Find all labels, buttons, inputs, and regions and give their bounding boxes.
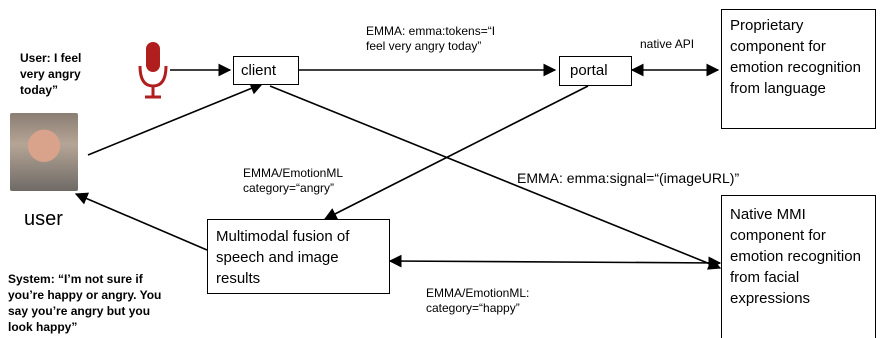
emotionml-happy-label: EMMA/EmotionML: category=“happy”: [426, 286, 530, 315]
user-speech: User: I feel very angry today”: [20, 51, 82, 97]
microphone-icon: [138, 42, 168, 99]
arrow-client-to-native-mmi: [269, 85, 722, 270]
arrow-portal-to-fusion: [323, 85, 589, 220]
arrow-fusion-native-mmi: [388, 254, 722, 270]
portal-box: portal: [559, 56, 632, 86]
native-mmi-label: Native MMI component for emotion recogni…: [730, 206, 861, 307]
arrow-user-to-client: [87, 82, 264, 156]
fusion-box: Multimodal fusion of speech and image re…: [207, 219, 390, 294]
proprietary-component-label: Proprietary component for emotion recogn…: [730, 17, 861, 97]
system-speech: System: “I’m not sure if you’re happy or…: [8, 272, 162, 334]
proprietary-component-box: Proprietary component for emotion recogn…: [721, 9, 876, 129]
arrow-fusion-to-user: [74, 192, 208, 251]
client-box: client: [233, 56, 299, 85]
client-label: client: [241, 62, 277, 79]
user-photo: [10, 113, 78, 191]
user-label: user: [24, 208, 63, 230]
emma-signal-label: EMMA: emma:signal=“(imageURL)”: [517, 170, 740, 186]
portal-label: portal: [570, 62, 608, 79]
native-mmi-box: Native MMI component for emotion recogni…: [721, 195, 876, 338]
native-api-label: native API: [640, 37, 695, 51]
fusion-label: Multimodal fusion of speech and image re…: [216, 228, 350, 287]
emotionml-angry-label: EMMA/EmotionML category=“angry”: [243, 166, 344, 195]
emma-tokens-label: EMMA: emma:tokens=“I feel very angry tod…: [366, 24, 496, 53]
